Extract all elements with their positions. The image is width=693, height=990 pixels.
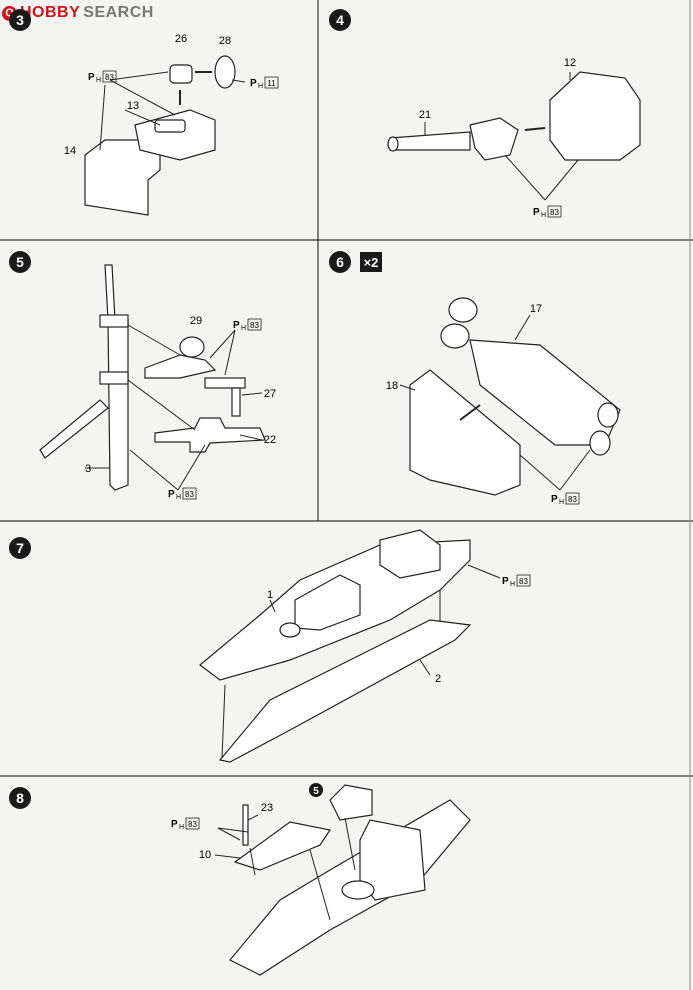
step-5: 5 29	[9, 251, 276, 501]
step-6: 6 ×2 17 18 P H	[329, 251, 621, 506]
step-7: 7 1 2 P H 83	[9, 529, 531, 763]
svg-text:83: 83	[550, 208, 559, 217]
logo-mark: Q	[2, 5, 17, 21]
svg-text:H: H	[96, 77, 101, 84]
part-13-label: 13	[127, 100, 139, 112]
step-8-number: 8	[16, 790, 24, 806]
step-8: 8 5 23 10 P	[9, 783, 471, 976]
step-6-number: 6	[336, 254, 344, 270]
hobby-search-logo: Q HOBBY SEARCH	[2, 2, 154, 24]
svg-text:H: H	[179, 824, 184, 831]
part-22-label: 22	[264, 434, 276, 446]
part-29-label: 29	[190, 315, 202, 327]
paint-callout-p83-g: P H 83	[171, 817, 200, 831]
part-27-label: 27	[264, 388, 276, 400]
svg-text:83: 83	[105, 73, 114, 82]
svg-text:83: 83	[188, 820, 197, 829]
svg-text:P: P	[250, 78, 257, 89]
part-17-label: 17	[530, 303, 542, 315]
times-two-badge	[360, 252, 382, 272]
step-6-badge	[329, 251, 351, 273]
svg-text:H: H	[241, 325, 246, 332]
paint-callout-p11: P H 11	[250, 76, 279, 90]
svg-text:P: P	[533, 207, 540, 218]
paint-callout-p83-a: P H 83	[88, 70, 117, 84]
part-23-label: 23	[261, 802, 273, 814]
svg-text:H: H	[258, 83, 263, 90]
part-21-label: 21	[419, 109, 431, 121]
part-3-label: 3	[85, 463, 91, 475]
svg-text:P: P	[551, 494, 558, 505]
svg-text:83: 83	[519, 577, 528, 586]
svg-text:11: 11	[267, 79, 276, 88]
part-28-label: 28	[219, 35, 231, 47]
part-2-label: 2	[435, 673, 441, 685]
step-8-badge	[9, 787, 31, 809]
svg-text:H: H	[559, 499, 564, 506]
step-4-number: 4	[336, 12, 344, 28]
paint-callout-p83-c: P H 83	[233, 318, 262, 332]
part-14-label: 14	[64, 145, 76, 157]
svg-text:P: P	[88, 72, 95, 83]
svg-text:H: H	[541, 212, 546, 219]
step-4-badge	[329, 9, 351, 31]
logo-search-text: SEARCH	[83, 4, 154, 21]
paint-callout-p83-b: P H 83	[533, 205, 562, 219]
paint-callout-p83-f: P H 83	[502, 574, 531, 588]
svg-text:P: P	[168, 489, 175, 500]
svg-text:83: 83	[568, 495, 577, 504]
part-12-label: 12	[564, 57, 576, 69]
step-5-number: 5	[16, 254, 24, 270]
part-18-label: 18	[386, 380, 398, 392]
svg-text:P: P	[502, 576, 509, 587]
part-26-label: 26	[175, 33, 187, 45]
svg-text:H: H	[510, 581, 515, 588]
times-two-label: ×2	[364, 255, 379, 270]
sub-step-5-badge	[309, 783, 323, 797]
step-7-badge	[9, 537, 31, 559]
logo-hobby-text: HOBBY	[20, 4, 81, 21]
svg-text:83: 83	[185, 490, 194, 499]
svg-text:P: P	[171, 819, 178, 830]
step-4: 4 12 21 P H 83	[329, 9, 641, 219]
part-10-label: 10	[199, 849, 211, 861]
svg-text:H: H	[176, 494, 181, 501]
step-3: 3 26 28 13 14 P H	[9, 9, 279, 216]
svg-text:83: 83	[250, 321, 259, 330]
step-7-number: 7	[16, 540, 24, 556]
sub-step-5-number: 5	[313, 786, 319, 797]
svg-text:P: P	[233, 320, 240, 331]
paint-callout-p83-d: P H 83	[168, 487, 197, 501]
paint-callout-p83-e: P H 83	[551, 492, 580, 506]
step-5-badge	[9, 251, 31, 273]
part-1-label: 1	[267, 589, 273, 601]
